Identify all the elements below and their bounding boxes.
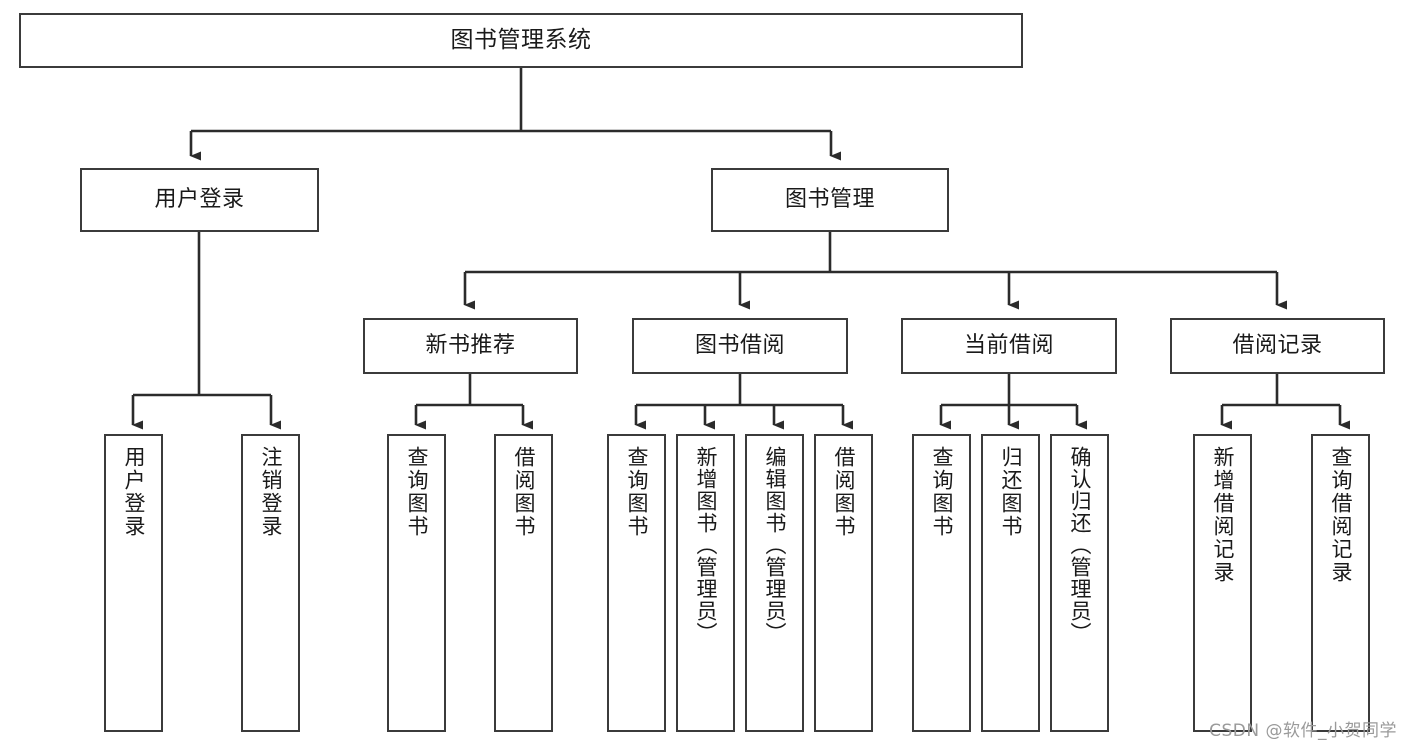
leaf-current-borrow-confirm-return[interactable]: 确认归还（管理员） — [1050, 434, 1109, 732]
node-new-book-recommend[interactable]: 新书推荐 — [363, 318, 578, 374]
node-label: 图书借阅 — [694, 332, 785, 358]
node-label: 用户登录 — [154, 186, 245, 212]
node-label: 新增借阅记录 — [1210, 446, 1235, 584]
node-label: 注销登录 — [258, 446, 283, 538]
leaf-user-login-logout[interactable]: 注销登录 — [241, 434, 300, 732]
leaf-borrow-record-query[interactable]: 查询借阅记录 — [1311, 434, 1370, 732]
leaf-book-borrow-query[interactable]: 查询图书 — [607, 434, 666, 732]
node-label: 用户登录 — [121, 446, 146, 538]
node-label: 新书推荐 — [425, 332, 516, 358]
node-label: 查询图书 — [404, 446, 429, 538]
leaf-current-borrow-return[interactable]: 归还图书 — [981, 434, 1040, 732]
node-label: 图书管理 — [784, 186, 875, 212]
node-label: 借阅图书 — [831, 446, 856, 538]
node-book-borrow[interactable]: 图书借阅 — [632, 318, 848, 374]
node-label: 图书管理系统 — [450, 26, 592, 53]
node-label: 确认归还（管理员） — [1067, 446, 1092, 644]
node-current-borrow[interactable]: 当前借阅 — [901, 318, 1117, 374]
leaf-new-book-query[interactable]: 查询图书 — [387, 434, 446, 732]
node-book-management[interactable]: 图书管理 — [711, 168, 949, 232]
leaf-book-borrow-borrow[interactable]: 借阅图书 — [814, 434, 873, 732]
leaf-borrow-record-add[interactable]: 新增借阅记录 — [1193, 434, 1252, 732]
node-label: 查询借阅记录 — [1328, 446, 1353, 584]
node-label: 当前借阅 — [963, 332, 1054, 358]
leaf-book-borrow-add[interactable]: 新增图书（管理员） — [676, 434, 735, 732]
node-label: 借阅图书 — [511, 446, 536, 538]
watermark: CSDN @软件_小贺同学 — [1209, 721, 1397, 741]
node-label: 归还图书 — [998, 446, 1023, 538]
leaf-current-borrow-query[interactable]: 查询图书 — [912, 434, 971, 732]
leaf-user-login-login[interactable]: 用户登录 — [104, 434, 163, 732]
node-borrow-record[interactable]: 借阅记录 — [1170, 318, 1385, 374]
node-label: 查询图书 — [929, 446, 954, 538]
node-root-system[interactable]: 图书管理系统 — [19, 13, 1023, 68]
node-label: 查询图书 — [624, 446, 649, 538]
leaf-book-borrow-edit[interactable]: 编辑图书（管理员） — [745, 434, 804, 732]
node-label: 借阅记录 — [1232, 332, 1323, 358]
node-label: 新增图书（管理员） — [693, 446, 718, 644]
node-user-login[interactable]: 用户登录 — [80, 168, 319, 232]
leaf-new-book-borrow[interactable]: 借阅图书 — [494, 434, 553, 732]
node-label: 编辑图书（管理员） — [762, 446, 787, 644]
